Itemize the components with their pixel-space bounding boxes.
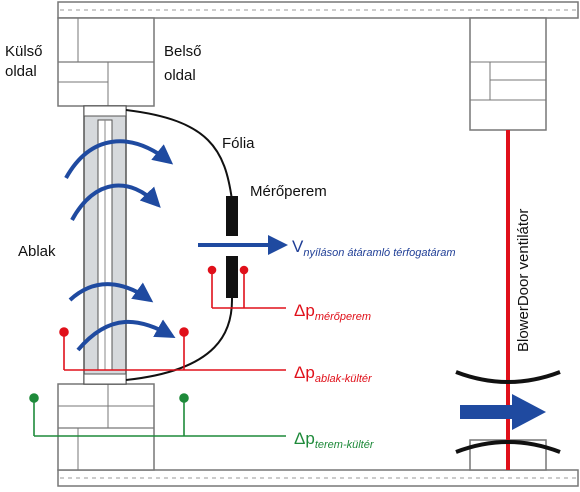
door-frame-top — [469, 17, 547, 131]
foil-line — [125, 109, 233, 230]
flow-symbol: V — [292, 237, 304, 256]
pressure-label-window: Δpablak-kültér — [294, 363, 373, 385]
flange-pressure-tap — [207, 265, 286, 309]
lower-wall-block — [57, 383, 155, 471]
flow-subscript: nyíláson átáramló térfogatáram — [303, 247, 455, 259]
fan-flow-arrow — [460, 394, 546, 430]
pressure-label-flange: Δpmérőperem — [294, 301, 371, 323]
fan-upper-arc — [455, 370, 561, 384]
foil-label: Fólia — [222, 135, 255, 152]
inner-side-label-line1: Belső — [164, 43, 202, 60]
window-pressure-tap — [59, 327, 286, 371]
ceiling-slab — [57, 1, 579, 19]
flow-label: Vnyíláson átáramló térfogatáram — [292, 237, 456, 259]
floor-slab — [57, 469, 579, 487]
blowerdoor-label: BlowerDoor ventilátor — [515, 209, 532, 352]
inner-side-label-line2: oldal — [164, 67, 196, 84]
leak-flow-arrows — [64, 139, 176, 352]
fan-lower-arc — [455, 440, 561, 454]
window-glass — [83, 105, 127, 385]
pressure-label-room: Δpterem-kültér — [294, 429, 375, 451]
outer-side-label-line2: oldal — [5, 63, 37, 80]
outer-side-label-line1: Külső — [5, 43, 43, 60]
window-label: Ablak — [18, 243, 56, 260]
upper-wall-block — [57, 17, 155, 107]
meter-flange-lower — [226, 256, 238, 298]
room-pressure-tap — [29, 393, 286, 437]
meter-flange-upper — [226, 196, 238, 236]
foil-line-lower — [125, 290, 233, 381]
meter-flange-label: Mérőperem — [250, 183, 327, 200]
